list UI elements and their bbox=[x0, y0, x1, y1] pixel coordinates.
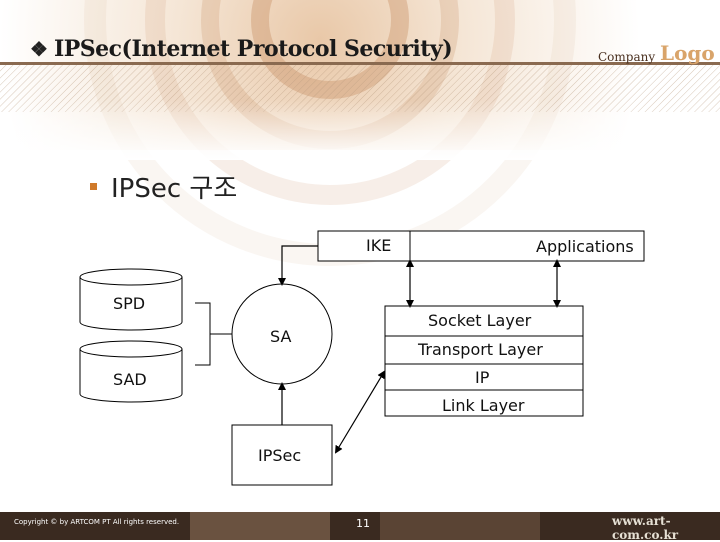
protocol-stack bbox=[384, 305, 584, 417]
link-layer-label: Link Layer bbox=[442, 396, 525, 415]
socket-layer-label: Socket Layer bbox=[428, 311, 532, 330]
applications-label: Applications bbox=[536, 237, 634, 256]
ip-label: IP bbox=[475, 368, 490, 387]
sad-database bbox=[79, 340, 183, 403]
ike-label: IKE bbox=[366, 236, 392, 255]
section-heading: IPSec 구조 bbox=[90, 168, 237, 205]
copyright-text: Copyright © by ARTCOM PT All rights rese… bbox=[14, 518, 180, 526]
logo: Logo bbox=[660, 41, 715, 65]
slide-title: ❖ IPSec(Internet Protocol Security) bbox=[30, 36, 453, 66]
diamond-bullet-icon: ❖ bbox=[30, 37, 48, 61]
brace bbox=[195, 302, 232, 366]
sa-label: SA bbox=[270, 327, 292, 346]
ipsec-box bbox=[231, 424, 333, 486]
company-label: Company bbox=[598, 50, 656, 64]
footer-url: www.art-com.co.kr bbox=[612, 514, 679, 542]
ike-applications-box bbox=[317, 230, 645, 262]
ipsec-ip-arrow bbox=[334, 370, 386, 454]
page-number: 11 bbox=[356, 517, 370, 530]
sad-label: SAD bbox=[113, 370, 147, 389]
spd-database bbox=[79, 268, 183, 331]
ipsec-label: IPSec bbox=[258, 446, 302, 465]
transport-layer-label: Transport Layer bbox=[418, 340, 543, 359]
section-heading-text: IPSec 구조 bbox=[111, 174, 238, 204]
title-text: IPSec(Internet Protocol Security) bbox=[53, 36, 453, 62]
spd-label: SPD bbox=[113, 294, 146, 313]
ike-to-sa-arrow bbox=[278, 245, 318, 286]
square-bullet-icon bbox=[90, 183, 97, 190]
